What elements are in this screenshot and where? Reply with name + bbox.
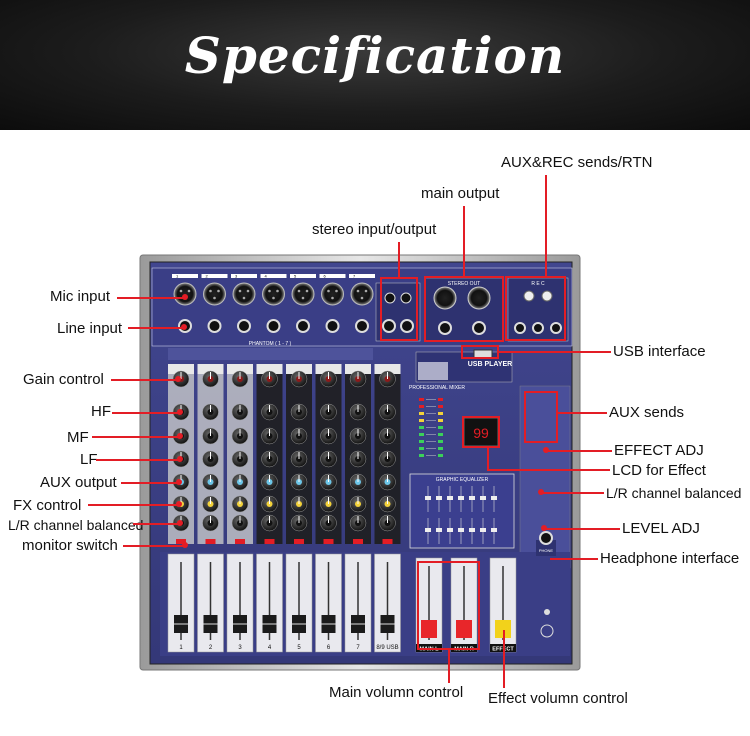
line-jack <box>207 319 222 333</box>
xlr-inputs: 1 2 3 4 5 6 7 <box>172 274 375 306</box>
fader-label: 7 <box>356 645 360 651</box>
stereo-jack-1 <box>382 319 396 333</box>
label-gain-control: Gain control <box>23 371 104 388</box>
highlight-aux-rec <box>505 276 566 341</box>
channel-strips <box>168 364 554 544</box>
highlight-lcd <box>462 416 500 448</box>
label-aux-rec: AUX&REC sends/RTN <box>501 154 653 171</box>
page-title: Specification <box>184 26 566 85</box>
label-lcd-effect: LCD for Effect <box>612 462 706 479</box>
phones-text: PHONE <box>539 548 554 553</box>
channel-number: 5 <box>294 274 297 279</box>
phantom-text: PHANTOM ( 1 - 7 ) <box>249 341 292 347</box>
line-jack <box>325 319 340 333</box>
main-out-xlr-l <box>433 286 457 310</box>
monitor-switch <box>205 539 216 544</box>
xlr-input <box>291 282 315 306</box>
monitor-switch <box>264 539 275 544</box>
label-headphone-interface: Headphone interface <box>600 550 740 567</box>
channel-number: 6 <box>324 274 327 279</box>
monitor-switch <box>382 539 393 544</box>
professional-mixer-text: PROFESSIONAL MIXER <box>409 385 465 391</box>
label-hf: HF <box>91 403 111 420</box>
fader-label: 4 <box>268 645 272 651</box>
channel-number: 7 <box>353 274 356 279</box>
label-main-volume: Main volumn control <box>329 684 464 701</box>
graphic-eq-text: GRAPHIC EQUALIZER <box>436 477 489 483</box>
line-jack <box>237 319 251 333</box>
fader-label: 6 <box>327 645 331 651</box>
xlr-input <box>203 282 226 306</box>
label-main-output: main output <box>421 185 500 202</box>
monitor-switch <box>323 539 334 544</box>
label-lr-balanced-left: L/R channel balanced <box>8 517 144 533</box>
channel-number: 1 <box>176 274 179 279</box>
label-effect-adj: EFFECT ADJ <box>614 442 704 459</box>
channel-number: 3 <box>235 274 238 279</box>
fader-label: 5 <box>297 645 301 651</box>
label-mic-input: Mic input <box>50 288 111 305</box>
highlight-main-output <box>424 276 504 342</box>
xlr-input <box>321 282 344 306</box>
line-jack <box>296 319 310 333</box>
highlight-stereo-io <box>380 277 418 341</box>
label-fx-control: FX control <box>13 497 82 514</box>
label-usb-interface: USB interface <box>613 343 706 360</box>
fader-label: 3 <box>238 645 242 651</box>
line-jack <box>355 319 369 333</box>
label-stereo-io: stereo input/output <box>312 221 437 238</box>
label-aux-output: AUX output <box>40 474 117 491</box>
label-mf: MF <box>67 429 89 446</box>
monitor-switch <box>353 539 363 544</box>
label-line-input: Line input <box>57 320 123 337</box>
main-fader-cap <box>495 620 511 638</box>
main-fader-cap <box>421 620 437 638</box>
lcd-value: 99 <box>473 425 489 441</box>
label-aux-sends: AUX sends <box>609 404 685 421</box>
channel-number: 4 <box>265 274 268 279</box>
stereo-rca-2 <box>400 292 412 304</box>
label-monitor-switch: monitor switch <box>22 537 118 554</box>
xlr-input <box>350 282 374 306</box>
rec-text: R E C <box>531 281 545 287</box>
level-meters <box>419 398 443 457</box>
stereo-jack-2 <box>400 319 414 333</box>
monitor-switch <box>176 539 186 544</box>
fader-label: 1 <box>179 645 183 651</box>
channel-faders: 1 2 3 4 5 6 7 8/9 USB <box>167 553 401 653</box>
xlr-input <box>262 282 285 306</box>
monitor-switch <box>235 539 245 544</box>
xlr-input <box>232 282 256 306</box>
stereo-out-text: STEREO OUT <box>448 281 481 287</box>
headphone-jack <box>539 531 553 545</box>
line-jacks <box>178 319 369 333</box>
usb-player-text: USB PLAYER <box>468 361 512 368</box>
channel-number: 2 <box>206 274 209 279</box>
highlight-main-faders <box>417 561 480 650</box>
main-fader-cap <box>456 620 472 638</box>
main-out-xlr-r <box>467 286 491 310</box>
fader-label: 2 <box>209 645 213 651</box>
graphic-eq <box>409 473 515 549</box>
highlight-usb <box>461 345 499 359</box>
line-jack <box>266 319 281 333</box>
stereo-rca-1 <box>384 292 396 304</box>
label-lr-balanced-right: L/R channel balanced <box>606 485 742 501</box>
header-banner: Specification <box>0 0 750 130</box>
fader-label: 8/9 USB <box>376 645 398 651</box>
label-level-adj: LEVEL ADJ <box>622 520 700 537</box>
monitor-switch <box>294 539 304 544</box>
label-lf: LF <box>80 451 98 468</box>
label-effect-volume: Effect volumn control <box>488 690 628 707</box>
highlight-aux-sends <box>524 391 558 443</box>
